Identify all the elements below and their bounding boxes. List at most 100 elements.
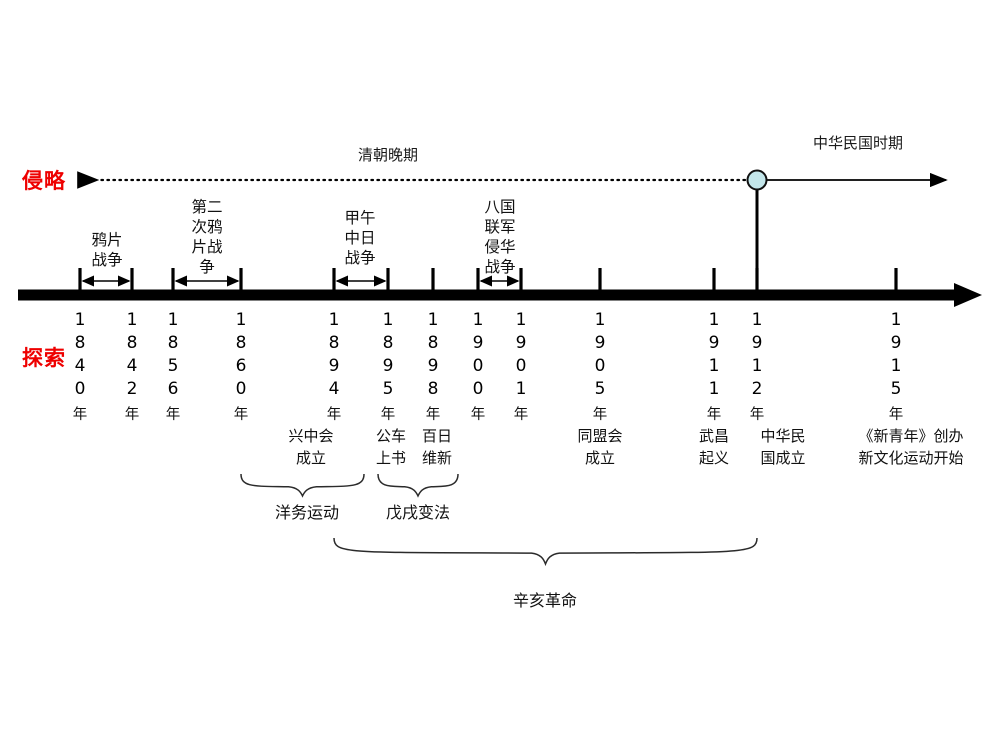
year-digit: 8 <box>329 333 340 353</box>
year-digit: 1 <box>752 310 763 330</box>
year-digit: 9 <box>473 333 484 353</box>
year-digit: 1 <box>709 310 720 330</box>
war-label-line: 次鸦 <box>191 218 222 236</box>
year-digit: 4 <box>75 356 86 376</box>
year-digit: 6 <box>236 356 247 376</box>
event-layer: 兴中会成立公车上书百日维新同盟会成立武昌起义中华民国成立《新青年》创办新文化运动… <box>288 427 963 467</box>
side-label-invasion: 侵略 <box>21 169 66 193</box>
timeline-axis <box>18 283 982 307</box>
event-label-line: 起义 <box>699 449 729 467</box>
year-label-1912: 1 9 1 2 年 <box>750 310 765 423</box>
event-label-line: 维新 <box>422 449 452 467</box>
year-suffix: 年 <box>166 406 181 423</box>
era-label-late-qing: 清朝晚期 <box>358 146 418 164</box>
year-digit: 0 <box>473 356 484 376</box>
year-suffix: 年 <box>593 406 608 423</box>
year-digit: 8 <box>428 379 439 399</box>
era-republic-of-china: 中华民国时期 <box>757 134 948 188</box>
year-digit: 8 <box>75 333 86 353</box>
war-label-line: 第二 <box>191 198 222 216</box>
year-digit: 8 <box>168 333 179 353</box>
year-digit: 9 <box>383 356 394 376</box>
event-label-line: 《新青年》创办 <box>858 427 963 445</box>
year-suffix: 年 <box>125 406 140 423</box>
year-digit: 1 <box>473 310 484 330</box>
year-suffix: 年 <box>750 406 765 423</box>
year-digit: 6 <box>168 379 179 399</box>
year-digit: 1 <box>709 356 720 376</box>
year-digit: 8 <box>236 333 247 353</box>
year-digit: 0 <box>236 379 247 399</box>
year-label-1901: 1 9 0 1 年 <box>514 310 529 423</box>
brace-path-self-strengthening-movement <box>240 473 365 498</box>
year-digit: 1 <box>428 310 439 330</box>
year-digit: 1 <box>709 379 720 399</box>
war-label-line: 片战 <box>191 238 223 256</box>
war-label-line: 战争 <box>344 249 375 267</box>
side-label-exploration: 探索 <box>22 346 66 370</box>
event-label-line: 国成立 <box>760 449 805 467</box>
brace-hundred-days-reform-brace: 戊戌变法 <box>377 473 459 522</box>
event-label-line: 武昌 <box>699 427 729 445</box>
event-label-line: 中华民 <box>760 427 805 445</box>
era-layer: 清朝晚期 中华民国时期 <box>77 134 948 297</box>
year-digit: 2 <box>127 379 138 399</box>
brace-layer: 洋务运动戊戌变法辛亥革命 <box>240 473 758 610</box>
year-suffix: 年 <box>73 406 88 423</box>
year-digit: 9 <box>516 333 527 353</box>
war-label-line: 战争 <box>91 251 122 269</box>
year-suffix: 年 <box>514 406 529 423</box>
year-suffix: 年 <box>707 406 722 423</box>
year-digit: 9 <box>752 333 763 353</box>
year-digit: 9 <box>709 333 720 353</box>
war-label-line: 中日 <box>344 229 375 247</box>
event-label-line: 成立 <box>296 449 326 467</box>
year-digit: 0 <box>595 356 606 376</box>
year-digit: 2 <box>752 379 763 399</box>
year-digit: 1 <box>127 310 138 330</box>
war-label-line: 联军 <box>484 218 515 236</box>
year-digit: 1 <box>516 310 527 330</box>
year-digit: 9 <box>891 333 902 353</box>
event-label-line: 同盟会 <box>577 427 622 445</box>
year-suffix: 年 <box>381 406 396 423</box>
war-label-line: 战争 <box>484 258 515 276</box>
year-digit: 0 <box>516 356 527 376</box>
year-digit: 5 <box>891 379 902 399</box>
event-label-line: 新文化运动开始 <box>858 449 963 467</box>
event-label-line: 百日 <box>422 427 452 445</box>
brace-self-strengthening-movement: 洋务运动 <box>240 473 365 522</box>
year-suffix: 年 <box>889 406 904 423</box>
era-label-republic-of-china: 中华民国时期 <box>813 134 903 152</box>
year-digit: 1 <box>516 379 527 399</box>
year-digit: 9 <box>428 356 439 376</box>
year-digit: 1 <box>752 356 763 376</box>
war-label-line: 甲午 <box>344 209 375 227</box>
year-digit: 1 <box>383 310 394 330</box>
event-label-line: 上书 <box>376 449 406 467</box>
year-digit: 5 <box>168 356 179 376</box>
year-digit: 8 <box>428 333 439 353</box>
